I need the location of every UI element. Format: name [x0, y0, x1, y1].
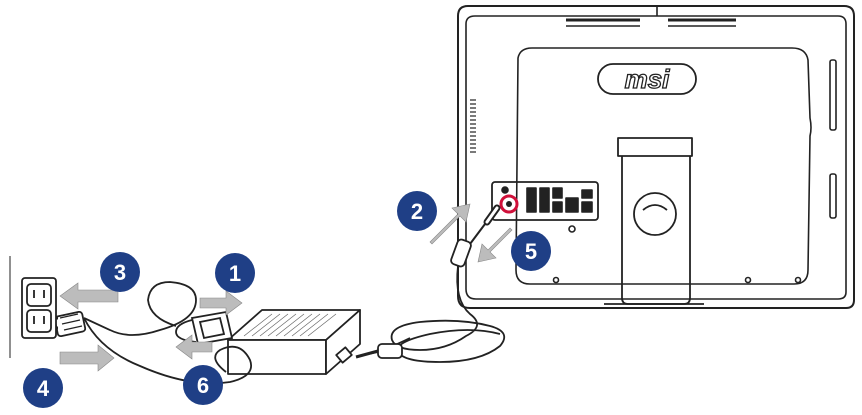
svg-text:4: 4	[37, 376, 50, 401]
stand	[604, 137, 704, 305]
arrow-step-2	[429, 203, 471, 245]
step-badge-6: 6	[183, 365, 223, 405]
power-adapter	[227, 309, 361, 375]
side-vents	[470, 99, 476, 153]
dc-in-jack	[506, 201, 512, 207]
arrow-step-6	[175, 334, 213, 360]
step-badge-3: 3	[100, 252, 140, 292]
all-in-one-pc-rear	[457, 5, 855, 309]
arrow-step-4	[59, 344, 115, 372]
arrow-step-5	[477, 227, 513, 263]
step-badge-1: 1	[215, 253, 255, 293]
step-badge-5: 5	[511, 231, 551, 271]
io-port-panel	[491, 181, 599, 233]
svg-text:6: 6	[197, 373, 209, 398]
step-badge-4: 4	[23, 368, 63, 408]
svg-text:2: 2	[411, 199, 423, 224]
dc-output-cable	[355, 204, 506, 363]
svg-text:3: 3	[114, 260, 126, 285]
svg-text:5: 5	[525, 239, 537, 264]
svg-text:1: 1	[229, 261, 241, 286]
direction-arrows	[59, 203, 513, 372]
msi-logo: msi	[597, 63, 697, 95]
arrow-step-1	[199, 290, 243, 316]
arrow-step-3	[59, 282, 119, 310]
dc-in-jack-highlight	[499, 194, 519, 214]
top-vents	[566, 18, 736, 27]
step-badge-2: 2	[397, 191, 437, 231]
msi-logo-text: msi	[625, 64, 671, 94]
wall-outlet	[9, 256, 57, 358]
